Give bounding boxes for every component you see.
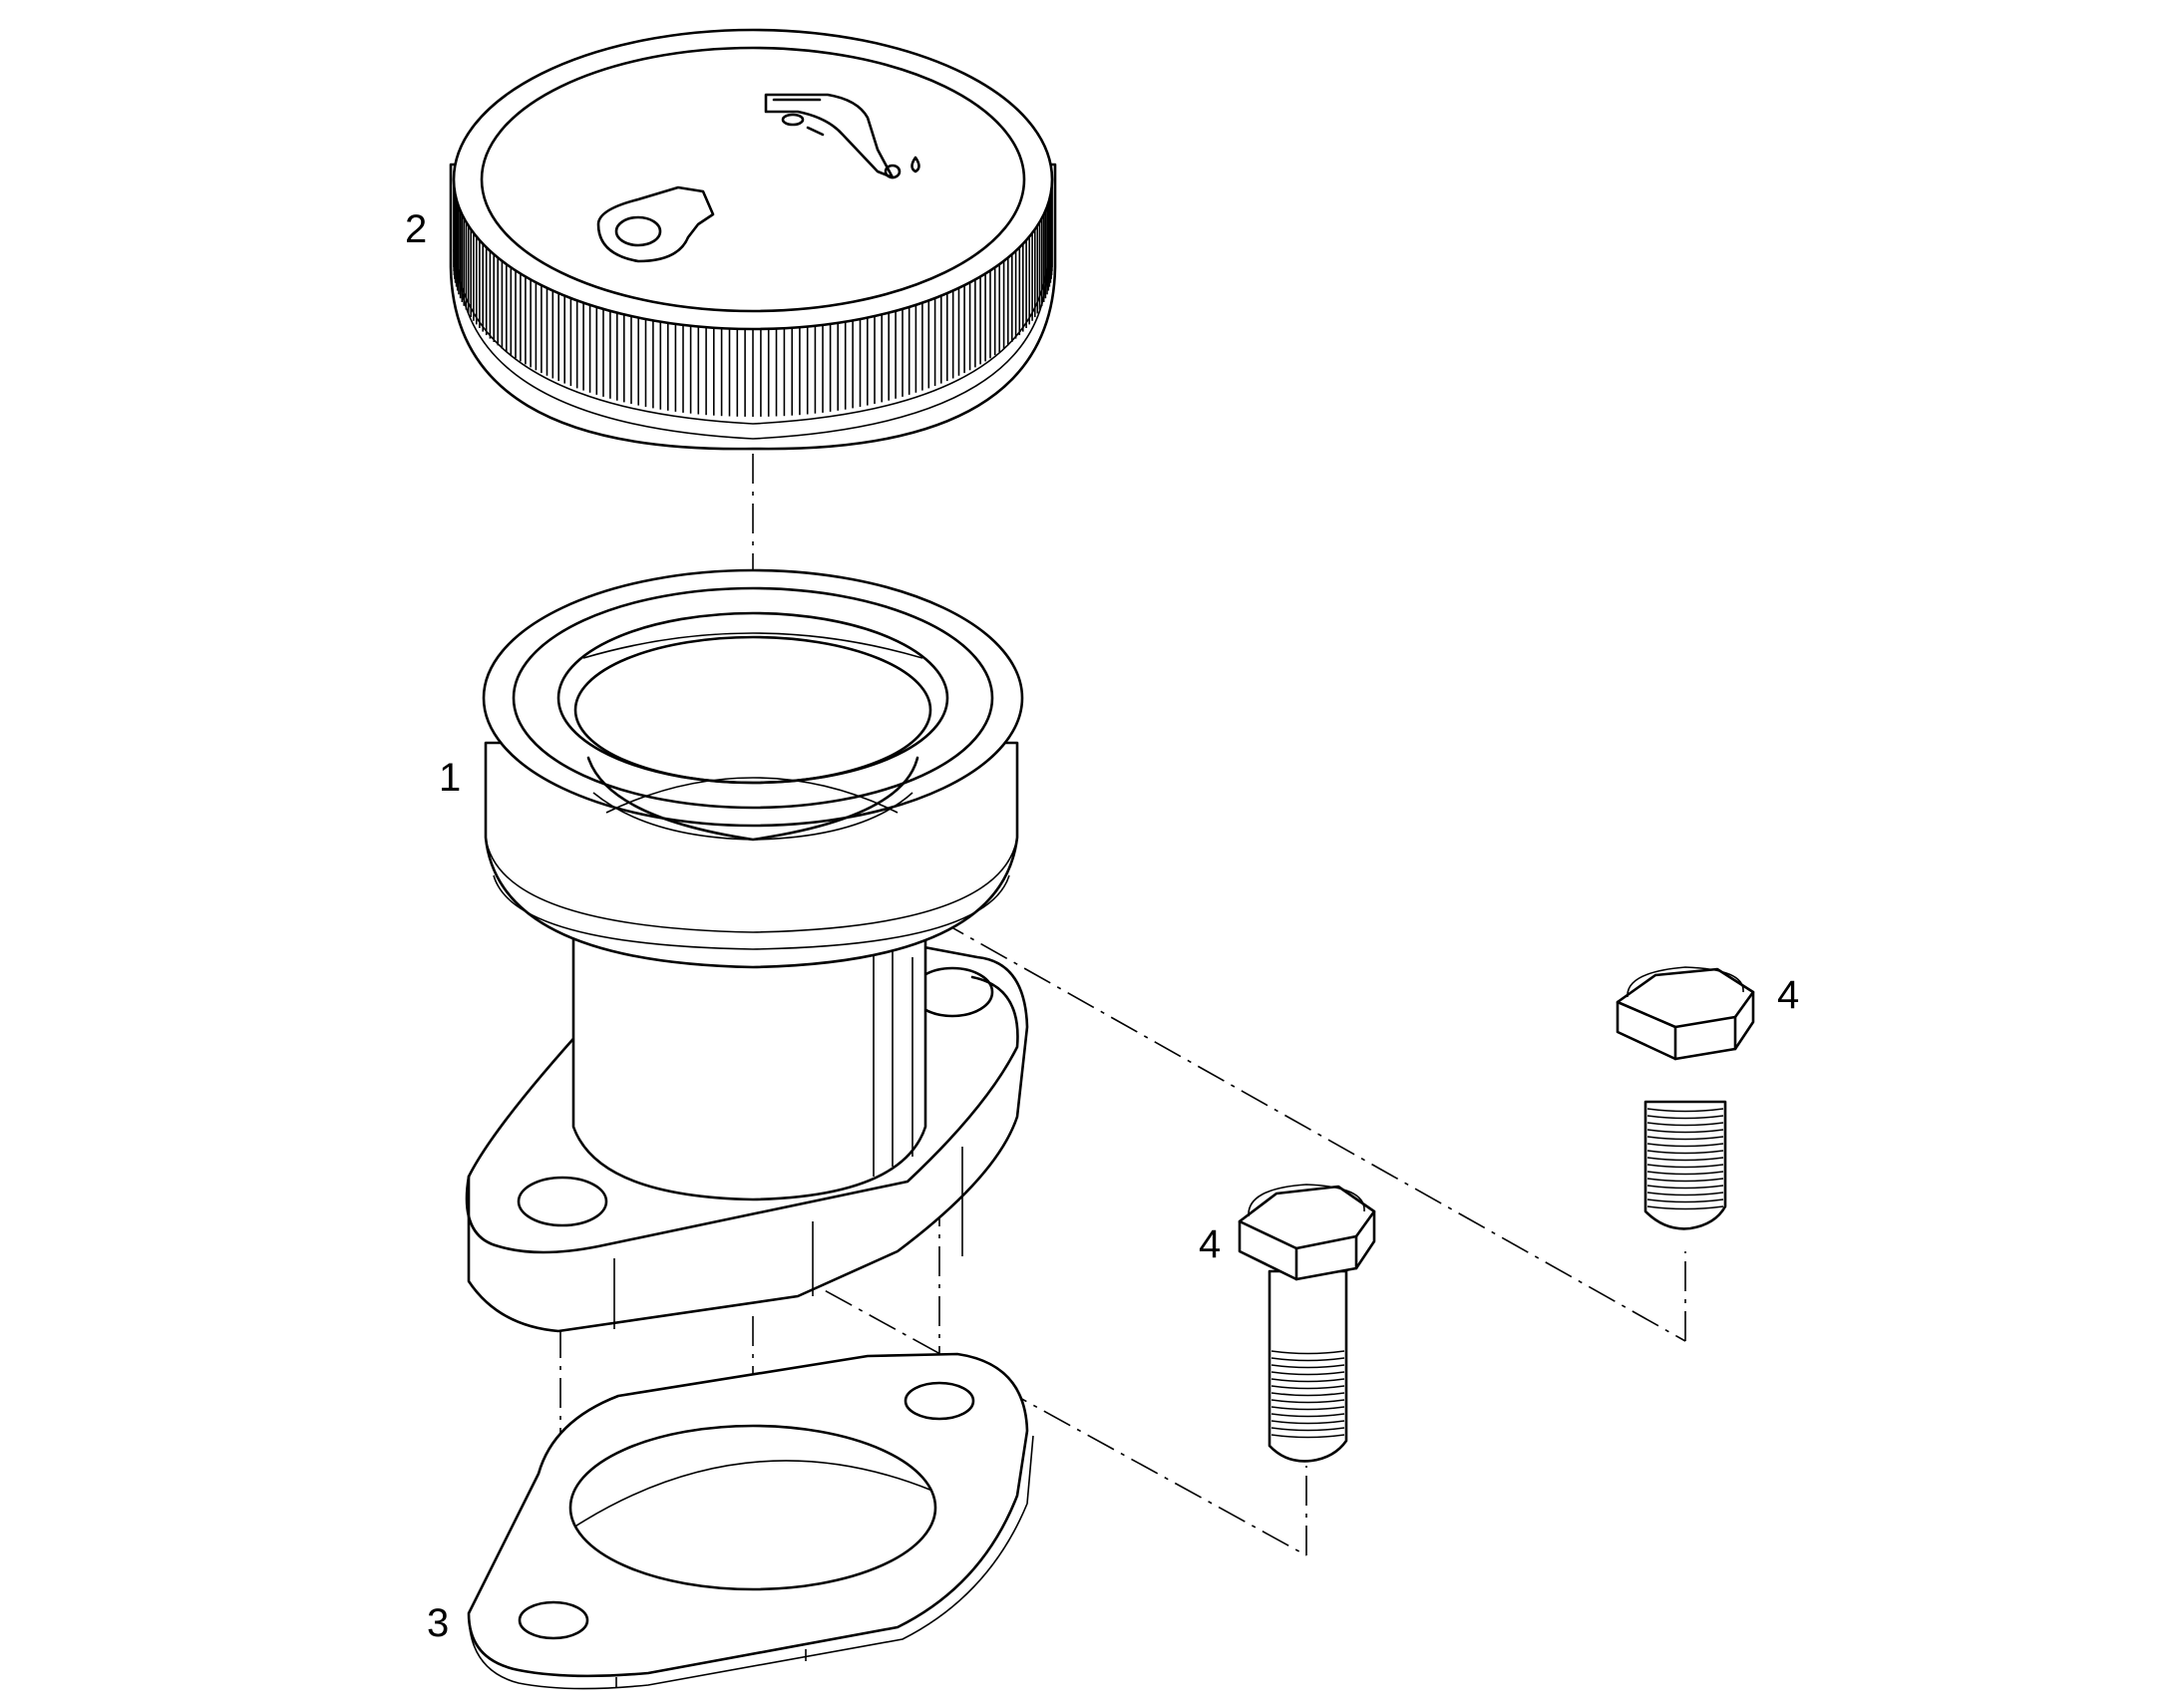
hex-bolt-part (1238, 1184, 1376, 1463)
gasket-part (467, 1352, 1034, 1690)
callout-gasket: 3 (427, 1601, 450, 1645)
gasket-bolt-hole (904, 1381, 975, 1421)
oil-drop-icon (596, 185, 715, 263)
filler-neck-part (465, 568, 1029, 1333)
knurling (453, 179, 1053, 417)
callout-filler-neck: 1 (439, 756, 462, 800)
flange-bolt-hole (517, 1176, 608, 1227)
oil-can-icon (764, 93, 920, 179)
hex-bolt-part (1616, 966, 1755, 1230)
filler-cap-part (449, 28, 1057, 451)
gasket-bolt-hole (518, 1600, 589, 1640)
gasket-center-hole (568, 1424, 937, 1591)
callout-bolt-a: 4 (1199, 1222, 1222, 1266)
callout-bolt-b: 4 (1777, 973, 1800, 1017)
callout-cap: 2 (405, 207, 428, 251)
